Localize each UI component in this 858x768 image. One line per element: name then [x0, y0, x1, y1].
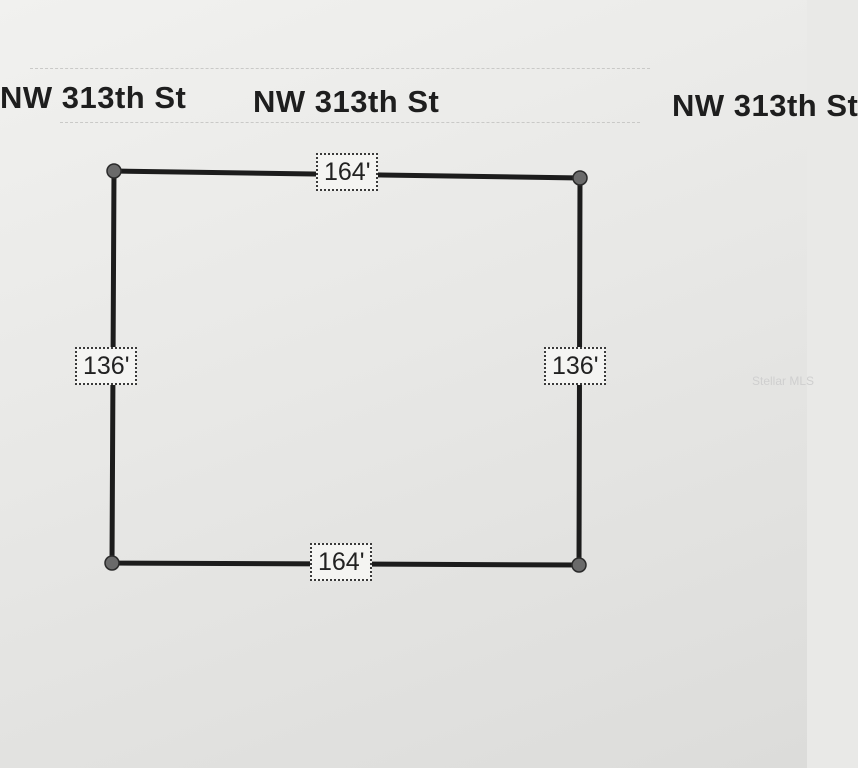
dimension-label-bottom: 164': [310, 543, 373, 581]
corner-marker-bottom-left: [104, 555, 120, 571]
dashed-rule: [60, 122, 640, 123]
corner-marker-top-left: [106, 163, 122, 179]
watermark: Stellar MLS: [752, 374, 815, 388]
street-name-right: NW 313th St: [672, 88, 858, 123]
lot-boundary: [109, 168, 583, 568]
corner-marker-top-right: [572, 170, 588, 186]
lot-outline: [104, 163, 588, 573]
dashed-rule: [30, 68, 650, 69]
corner-marker-bottom-right: [571, 557, 587, 573]
street-name-center: NW 313th St: [253, 84, 440, 119]
dimension-label-top: 164': [316, 153, 379, 191]
dimension-label-left: 136': [75, 347, 138, 385]
dimension-label-right: 136': [544, 347, 607, 385]
